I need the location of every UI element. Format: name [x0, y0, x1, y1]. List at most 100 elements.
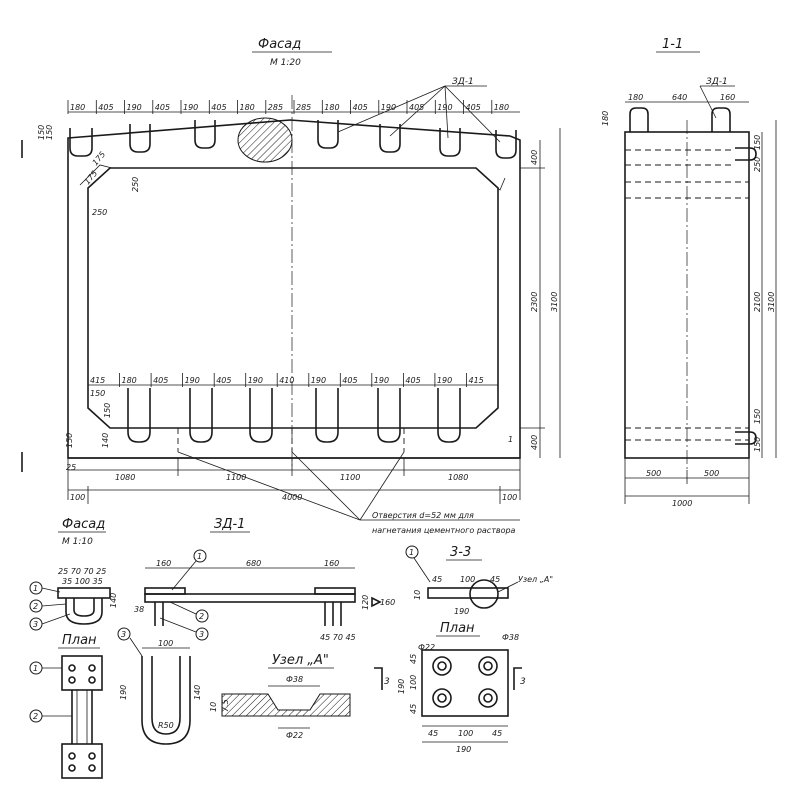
section-dim-a: 250 — [753, 157, 762, 172]
top-dim-1: 180 — [70, 103, 85, 112]
section-dim-b: 150 — [753, 135, 762, 150]
s33-hole — [469, 579, 499, 609]
zd1-title: ЗД-1 — [214, 517, 245, 532]
zd1-dim-b: 680 — [246, 559, 261, 568]
bottom-inner-dim-2: 180 — [122, 376, 137, 385]
node-a-dim-top: Ф38 — [286, 675, 303, 684]
facade-main-view: Фасад М 1:20 — [21, 37, 561, 535]
bottom-inner-dim-6: 190 — [248, 376, 263, 385]
svg-text:2: 2 — [199, 612, 204, 621]
zd1-arrow-icon — [371, 596, 382, 608]
top-dim-15: 405 — [466, 103, 481, 112]
s33-dim-h: 10 — [413, 590, 422, 600]
section-dim-d: 150 — [753, 437, 762, 452]
u-bar-outer — [141, 656, 191, 745]
top-dim-9: 285 — [296, 103, 311, 112]
section-3-3-title: 3-3 — [450, 545, 471, 560]
small-dim-mid: 35 100 35 — [62, 577, 103, 586]
zd1-dim-a: 160 — [156, 559, 171, 568]
plan-dim-c: 45 — [492, 729, 502, 738]
bottom-inner-dim-13: 415 — [469, 376, 484, 385]
callout-1-c — [193, 549, 207, 563]
dim-left-top-b: 150 — [37, 125, 46, 140]
svg-text:1: 1 — [197, 552, 202, 561]
section-3-3-view: 1 3-3 45 100 45 10 190 Узел „А" План Ф22… — [374, 545, 553, 754]
svg-text:3: 3 — [199, 630, 204, 639]
zd1-leader-line — [337, 85, 446, 133]
top-dim-10: 180 — [324, 103, 339, 112]
facade-small-scale: М 1:10 — [62, 537, 93, 547]
zd1-dim-side: 38 — [134, 605, 144, 614]
section-mark-right — [513, 667, 522, 690]
dim-bottom-3: 1100 — [340, 473, 360, 482]
plan-left-plate-top — [61, 655, 103, 691]
small-plate — [57, 587, 111, 599]
plan-right-d2: Ф38 — [502, 633, 519, 642]
bottom-inner-dim-11: 405 — [405, 376, 420, 385]
section-mark-right-label: 3 — [520, 677, 526, 687]
section-mark-left — [374, 667, 383, 690]
plan-dim-v2: 100 — [409, 675, 418, 690]
top-dim-3: 190 — [127, 103, 142, 112]
dim-left-top-a: 150 — [45, 125, 54, 140]
small-dim-top: 25 70 70 25 — [58, 567, 106, 576]
facade-small-title: Фасад — [62, 517, 105, 532]
section-dim-total: 3100 — [767, 292, 776, 312]
section-dim-bottom-b: 500 — [704, 469, 719, 478]
holes-note-line2: нагнетания цементного раствора — [372, 526, 516, 535]
facade-main-scale: М 1:20 — [270, 58, 301, 68]
svg-text:3: 3 — [33, 620, 38, 629]
dim-edge-left: 100 — [70, 493, 85, 502]
callout-2-c — [195, 609, 209, 623]
s33-dim-a: 45 — [432, 575, 442, 584]
u-dim-side: 190 — [119, 685, 128, 700]
section-loop-right — [711, 107, 731, 132]
zd1-detail-view: ЗД-1 160 680 160 38 45 70 45 120 160 1 2… — [117, 517, 395, 745]
plan-dim-a: 45 — [428, 729, 438, 738]
section-dim-top-a: 180 — [628, 93, 643, 102]
bottom-anchors — [127, 388, 461, 452]
section-zd1-label: ЗД-1 — [706, 77, 728, 87]
dim-inner-left-b: 150 — [90, 389, 105, 398]
dim-right-top: 400 — [530, 150, 539, 165]
chamfer-detail-right — [475, 167, 506, 191]
top-dim-2: 405 — [98, 103, 113, 112]
plan-dim-v1: 45 — [409, 654, 418, 664]
node-a-dim-h: 10 — [209, 702, 218, 712]
top-dim-12: 190 — [381, 103, 396, 112]
section-dim-c: 150 — [753, 409, 762, 424]
u-dim-width: 100 — [158, 639, 173, 648]
dim-left-bottom: 150 — [65, 433, 74, 448]
u-dim-radius: R50 — [158, 721, 174, 730]
facade-small-view: Фасад М 1:10 25 70 70 25 35 100 35 140 1… — [29, 517, 118, 779]
zd1-dim-height: 120 — [361, 595, 370, 610]
small-dim-height: 140 — [109, 593, 118, 608]
zd1-plate-right — [314, 587, 356, 595]
bottom-inner-dim-9: 405 — [342, 376, 357, 385]
facade-main-title: Фасад — [258, 37, 301, 52]
top-dim-7: 180 — [240, 103, 255, 112]
dim-right-inner: 2300 — [530, 292, 539, 312]
svg-text:1: 1 — [33, 584, 38, 593]
chamfer-detail-left — [79, 164, 113, 186]
bottom-inner-dim-5: 405 — [216, 376, 231, 385]
node-a-section — [221, 693, 351, 717]
zd1-section-mark: 160 — [380, 598, 395, 607]
zd1-dim-bottom: 45 70 45 — [320, 633, 356, 642]
callout-3-d — [117, 627, 131, 641]
small-u-bar-inner — [73, 598, 95, 617]
plan-dim-vt: 190 — [397, 679, 406, 694]
dim-bottom-1: 1080 — [115, 473, 135, 482]
s33-dim-b: 100 — [460, 575, 475, 584]
dim-left-base: 25 — [66, 463, 76, 472]
dim-bottom-2: 1100 — [226, 473, 246, 482]
callout-1-d — [405, 545, 419, 559]
plan-right-d1: Ф22 — [418, 643, 435, 652]
plan-dim-b: 100 — [458, 729, 473, 738]
top-dim-4: 405 — [155, 103, 170, 112]
s33-plate — [427, 587, 509, 599]
section-dim-top-b: 640 — [672, 93, 687, 102]
top-dim-6: 405 — [211, 103, 226, 112]
